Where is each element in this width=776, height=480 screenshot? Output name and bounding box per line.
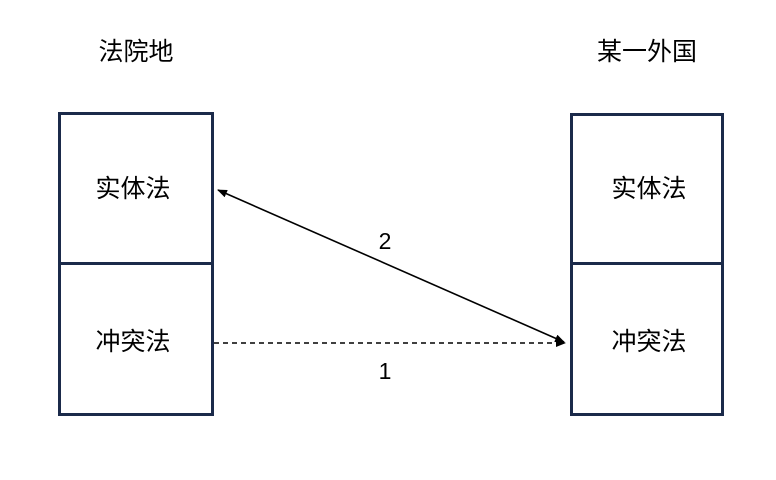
edge-2-solid-arrow: [217, 189, 565, 343]
left-box-top-cell-label: 实体法: [95, 175, 171, 203]
left-box-bottom-cell-label: 冲突法: [95, 328, 171, 356]
edge-2-label: 2: [378, 228, 392, 254]
left-column-title: 法院地: [98, 38, 174, 66]
right-box-bottom-cell-label: 冲突法: [611, 328, 687, 356]
right-column-title: 某一外国: [596, 38, 697, 66]
edge-1-label: 1: [378, 358, 392, 384]
right-box-top-cell-label: 实体法: [611, 175, 687, 203]
